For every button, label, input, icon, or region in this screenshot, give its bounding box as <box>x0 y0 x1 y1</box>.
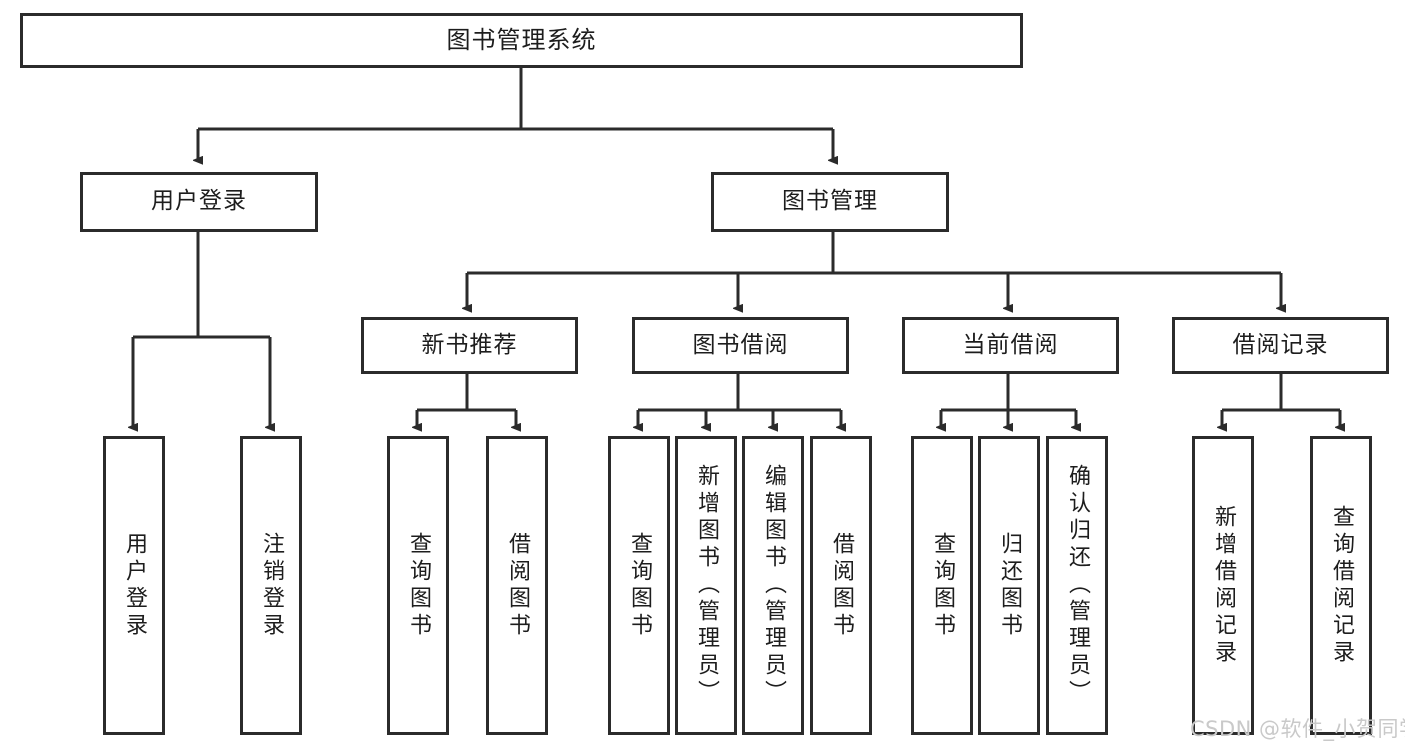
node-root-book-management-system[interactable]: 图书管理系统 <box>20 13 1023 68</box>
node-label: 图书借阅 <box>692 331 789 358</box>
node-label: 用户登录 <box>151 188 247 215</box>
node-label: 查询图书 <box>930 531 955 640</box>
leaf-user-login-logout[interactable]: 注销登录 <box>240 436 302 735</box>
node-label: 借阅图书 <box>829 531 854 640</box>
node-label: 查询借阅记录 <box>1329 504 1354 667</box>
node-label: 归还图书 <box>997 531 1022 640</box>
node-label: 图书管理系统 <box>446 26 597 55</box>
csdn-watermark: CSDN @软件_小贺同学 <box>1190 717 1405 741</box>
node-user-login[interactable]: 用户登录 <box>80 172 318 232</box>
node-borrow-record[interactable]: 借阅记录 <box>1172 317 1389 374</box>
node-label: 新增图书（管理员） <box>694 464 719 707</box>
node-label: 查询图书 <box>406 531 431 640</box>
node-label: 注销登录 <box>259 531 284 640</box>
leaf-current-borrow-confirm-return[interactable]: 确认归还（管理员） <box>1046 436 1108 735</box>
leaf-new-book-borrow[interactable]: 借阅图书 <box>486 436 548 735</box>
node-label: 新增借阅记录 <box>1211 504 1236 667</box>
node-label: 确认归还（管理员） <box>1065 464 1090 707</box>
node-label: 用户登录 <box>122 531 147 640</box>
node-book-borrow[interactable]: 图书借阅 <box>632 317 849 374</box>
leaf-book-borrow-add[interactable]: 新增图书（管理员） <box>675 436 737 735</box>
leaf-current-borrow-query[interactable]: 查询图书 <box>911 436 973 735</box>
node-label: 当前借阅 <box>962 331 1059 358</box>
leaf-book-borrow-query[interactable]: 查询图书 <box>608 436 670 735</box>
node-label: 图书管理 <box>782 188 878 215</box>
leaf-borrow-record-add[interactable]: 新增借阅记录 <box>1192 436 1254 735</box>
node-label: 借阅图书 <box>505 531 530 640</box>
node-new-book-recommend[interactable]: 新书推荐 <box>361 317 578 374</box>
node-current-borrow[interactable]: 当前借阅 <box>902 317 1119 374</box>
node-book-management[interactable]: 图书管理 <box>711 172 949 232</box>
leaf-current-borrow-return[interactable]: 归还图书 <box>978 436 1040 735</box>
node-label: 编辑图书（管理员） <box>761 464 786 707</box>
leaf-borrow-record-query[interactable]: 查询借阅记录 <box>1310 436 1372 735</box>
node-label: 新书推荐 <box>421 331 518 358</box>
leaf-book-borrow-borrow[interactable]: 借阅图书 <box>810 436 872 735</box>
leaf-book-borrow-edit[interactable]: 编辑图书（管理员） <box>742 436 804 735</box>
leaf-user-login-login[interactable]: 用户登录 <box>103 436 165 735</box>
node-label: 借阅记录 <box>1232 331 1329 358</box>
leaf-new-book-query[interactable]: 查询图书 <box>387 436 449 735</box>
node-label: 查询图书 <box>627 531 652 640</box>
